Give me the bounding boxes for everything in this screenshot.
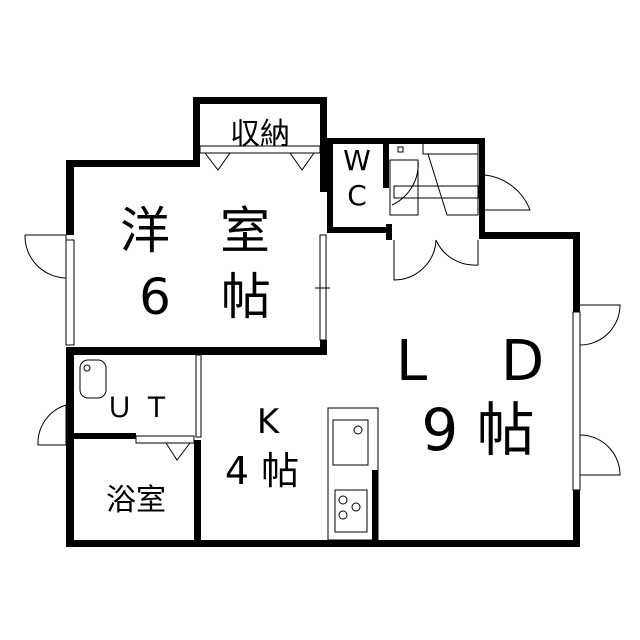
ld-label: L D xyxy=(396,329,544,394)
kitchen-label: K xyxy=(257,402,281,442)
walls xyxy=(66,97,580,547)
wc-label-w: W xyxy=(343,144,371,177)
western-room-size: 6 帖 xyxy=(139,268,271,326)
wc-label-c: C xyxy=(347,179,367,212)
western-room-label: 洋 室 xyxy=(120,202,270,260)
bath-label: 浴室 xyxy=(106,483,166,518)
kitchen-size: 4 帖 xyxy=(225,449,299,493)
storage-label: 収納 xyxy=(230,117,290,152)
ld-size: 9 帖 xyxy=(421,396,534,464)
fixtures xyxy=(24,139,621,541)
ut-label: Ｕ Ｔ xyxy=(106,391,171,424)
